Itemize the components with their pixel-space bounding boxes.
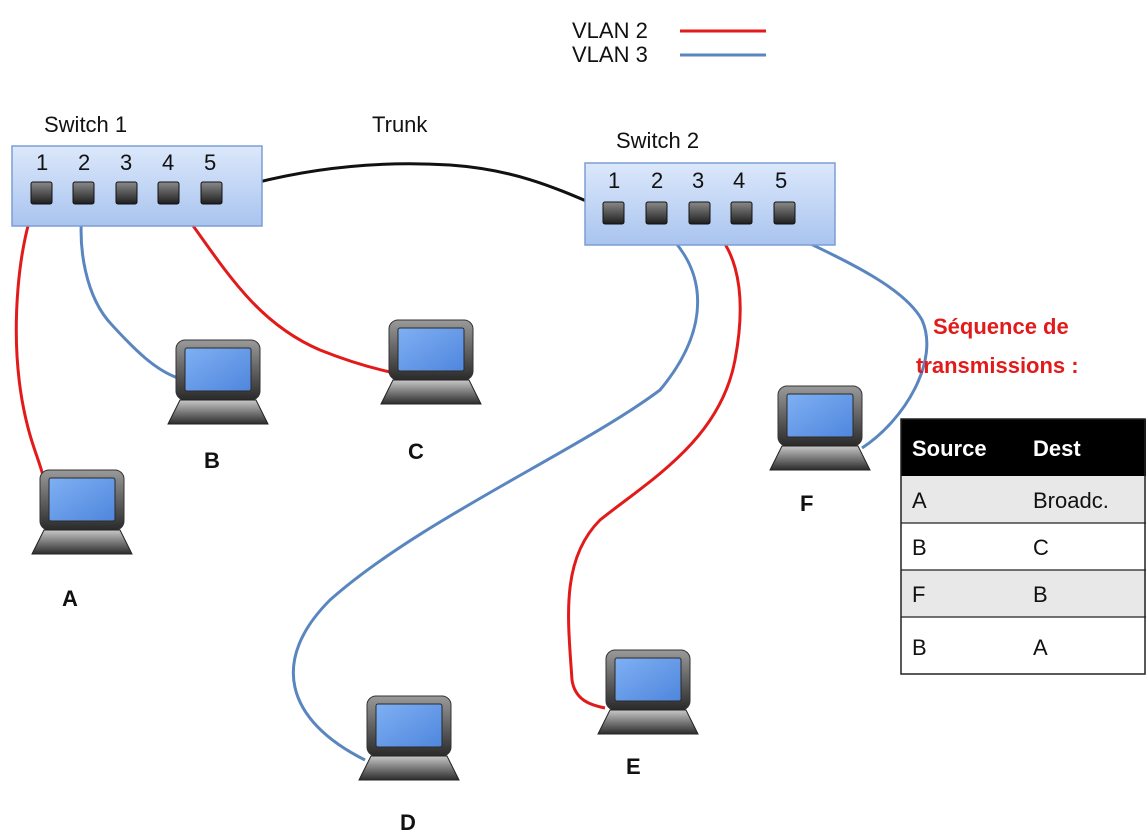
switch-1-port-3: [115, 181, 138, 205]
computer-c-label: C: [408, 439, 424, 464]
cable-c-switch1-port4: [170, 196, 391, 374]
computer-e-label: E: [626, 754, 641, 779]
computer-a: A: [31, 469, 133, 611]
switch-1-port-1: [30, 181, 53, 205]
table-border: [900, 418, 1146, 675]
legend-vlan2-label: VLAN 2: [572, 18, 648, 43]
sequence-table: Source Dest A Broadc. B C F B B A: [900, 418, 1146, 675]
switch-2-port-2-number: 2: [651, 168, 663, 193]
switch-1-port-5: [200, 181, 223, 205]
computer-e: E: [597, 649, 699, 779]
switch-1-port-5-number: 5: [204, 150, 216, 175]
laptop-icon: [31, 469, 133, 555]
switch-2-port-5: [773, 201, 796, 225]
switch-2-port-1: [602, 201, 625, 225]
table-cell-source: B: [912, 535, 927, 560]
switch-2-port-3: [688, 201, 711, 225]
table-cell-source: F: [912, 582, 925, 607]
switch-2-port-2: [645, 201, 668, 225]
laptop-icon: [769, 385, 871, 471]
trunk-cable: [212, 162, 613, 214]
table-cell-dest: B: [1033, 582, 1048, 607]
table-header-dest: Dest: [1033, 436, 1081, 461]
legend-vlan3-label: VLAN 3: [572, 42, 648, 67]
computer-b: B: [167, 339, 269, 473]
legend: VLAN 2 VLAN 3: [572, 18, 766, 67]
table-row: [901, 476, 1146, 523]
switch-2-port-4: [730, 201, 753, 225]
laptop-icon: [597, 649, 699, 735]
table-cell-source: B: [912, 635, 927, 660]
table-cell-dest: A: [1033, 635, 1048, 660]
computer-f: F: [769, 385, 871, 516]
switch-2-port-3-number: 3: [692, 168, 704, 193]
switch-1-port-2: [72, 181, 95, 205]
switch-2: Switch 2 1 2 3 4 5: [584, 128, 836, 246]
laptop-icon: [167, 339, 269, 425]
cable-e-switch2-port3: [567, 222, 742, 710]
switch-2-port-1-number: 1: [608, 168, 620, 193]
table-row: [901, 570, 1146, 617]
cable-d-switch2-port2: [291, 226, 699, 762]
switch-2-port-5-number: 5: [775, 168, 787, 193]
transmission-sequence: Séquence de transmissions : Source Dest …: [900, 314, 1146, 675]
laptop-icon: [380, 319, 482, 405]
table-header-source: Source: [912, 436, 987, 461]
table-row: [901, 617, 1146, 674]
laptop-icon: [358, 695, 460, 781]
switch-1-port-2-number: 2: [78, 150, 90, 175]
cables: [14, 162, 929, 762]
cable-b-switch1-port2: [79, 196, 179, 380]
switch-2-port-4-number: 4: [733, 168, 745, 193]
cable-a-switch1-port1: [14, 196, 46, 481]
computer-d-label: D: [400, 810, 416, 833]
computer-c: C: [380, 319, 482, 464]
computer-a-label: A: [62, 586, 78, 611]
sequence-title-line-2: transmissions :: [916, 353, 1079, 378]
switch-1-port-1-number: 1: [36, 150, 48, 175]
computer-b-label: B: [204, 448, 220, 473]
switch-1: Switch 1 1 2 3 4 5: [11, 112, 263, 227]
table-header-row: [901, 419, 1146, 476]
computer-d: D: [358, 695, 460, 833]
switch-1-label: Switch 1: [44, 112, 127, 137]
table-cell-source: A: [912, 488, 927, 513]
trunk-label: Trunk: [372, 112, 428, 137]
table-cell-dest: C: [1033, 535, 1049, 560]
switch-1-port-3-number: 3: [120, 150, 132, 175]
switch-1-port-4: [157, 181, 180, 205]
table-row: [901, 523, 1146, 570]
sequence-title-line-1: Séquence de: [933, 314, 1069, 339]
switch-2-label: Switch 2: [616, 128, 699, 153]
switch-1-port-4-number: 4: [162, 150, 174, 175]
table-cell-dest: Broadc.: [1033, 488, 1109, 513]
computer-f-label: F: [800, 491, 813, 516]
